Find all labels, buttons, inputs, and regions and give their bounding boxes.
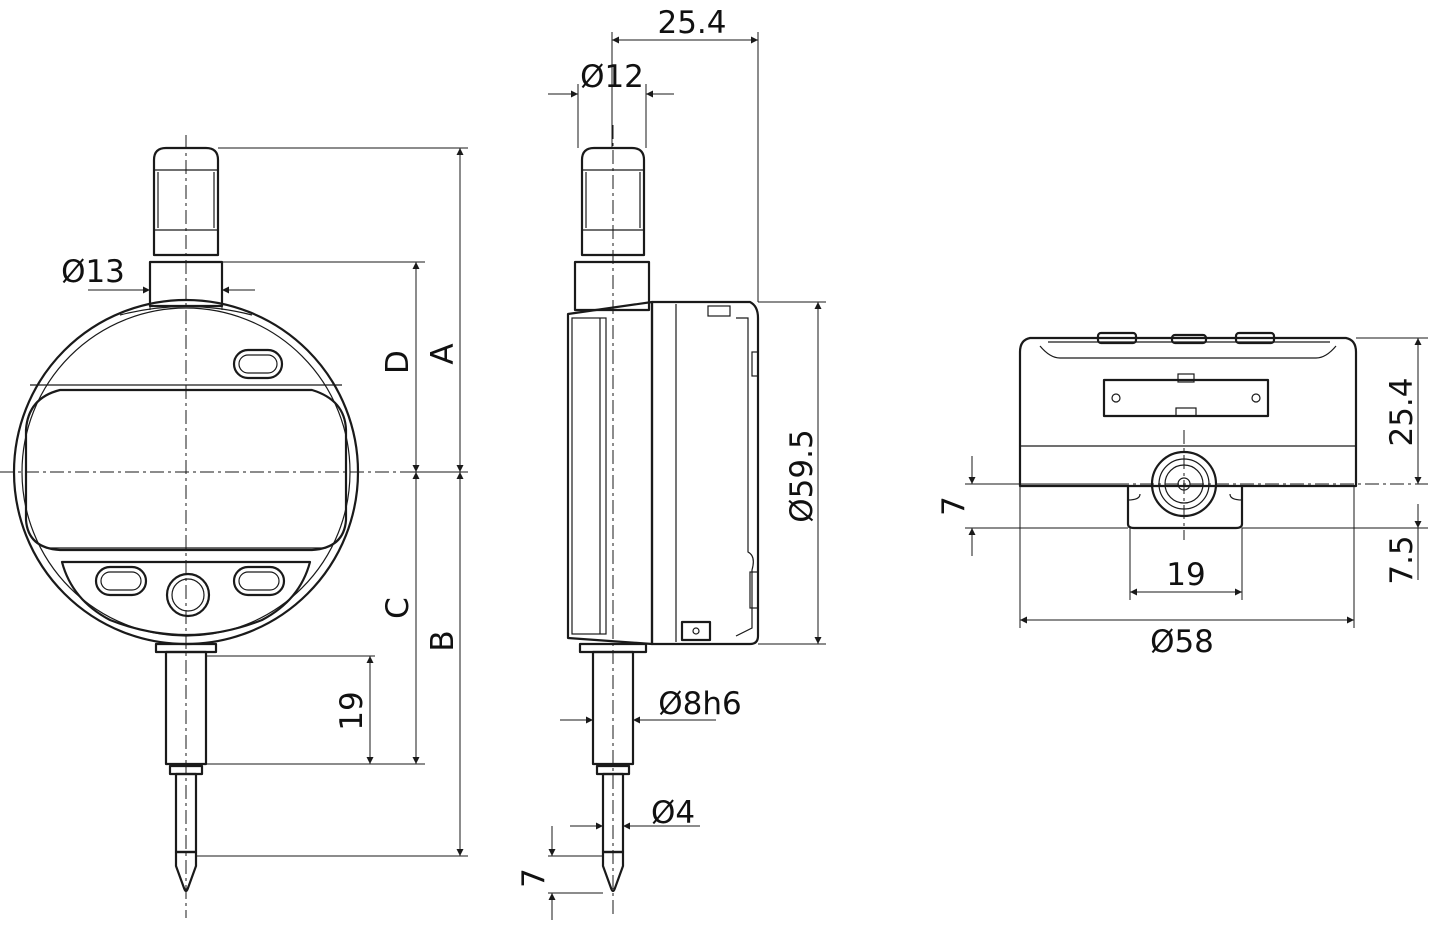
dim-tip-length: 7 [516,868,552,888]
top-button-center [1170,333,1208,345]
dim-stem-length: 19 [334,691,370,730]
dim-a: A [425,343,461,364]
top-view: 25.4 7 7.5 19 Ø58 [936,331,1428,660]
side-hub [573,260,651,312]
top-lug [1126,486,1244,530]
top-mounting-plate [1102,378,1270,418]
dim-d: D [380,350,416,374]
dim-c: C [380,597,416,619]
front-display-window [24,388,348,552]
front-view: Ø13 D A C B 19 [0,135,468,918]
dim-depth: 25.4 [657,5,726,41]
side-bezel [566,300,654,646]
front-key-left [94,565,148,597]
dim-lug-width: 19 [1166,557,1205,593]
side-housing [650,300,760,646]
dim-body-width: Ø58 [1150,624,1214,660]
dim-stem-diameter: Ø8h6 [658,686,742,722]
dim-lug-offset: 7.5 [1384,535,1420,584]
front-lifting-cap [152,146,220,257]
top-stem-boss [1150,450,1218,518]
dim-hub-diameter: Ø13 [61,254,125,290]
dim-body-diameter: Ø59.5 [784,429,820,522]
front-stem [164,650,208,766]
front-key-right [232,565,286,597]
front-key-panel [60,560,312,637]
dim-spindle-diameter: Ø4 [651,795,695,831]
front-contact-point [174,850,198,893]
side-lifting-cap [580,146,646,257]
side-stem [591,650,635,766]
side-contact-point [601,850,625,893]
side-battery-cover [680,620,712,642]
dim-center-offset: 7 [936,496,972,516]
top-button-left [1096,331,1138,345]
dim-body-height: 25.4 [1384,377,1420,446]
dim-cap-diameter: Ø12 [580,59,644,95]
dim-b: B [425,630,461,651]
top-body [1018,336,1358,488]
side-view: 25.4 Ø12 Ø59.5 Ø8h6 Ø4 7 [516,5,826,920]
top-button-right [1234,331,1276,345]
front-key-top [232,348,284,380]
front-key-center [165,572,211,618]
